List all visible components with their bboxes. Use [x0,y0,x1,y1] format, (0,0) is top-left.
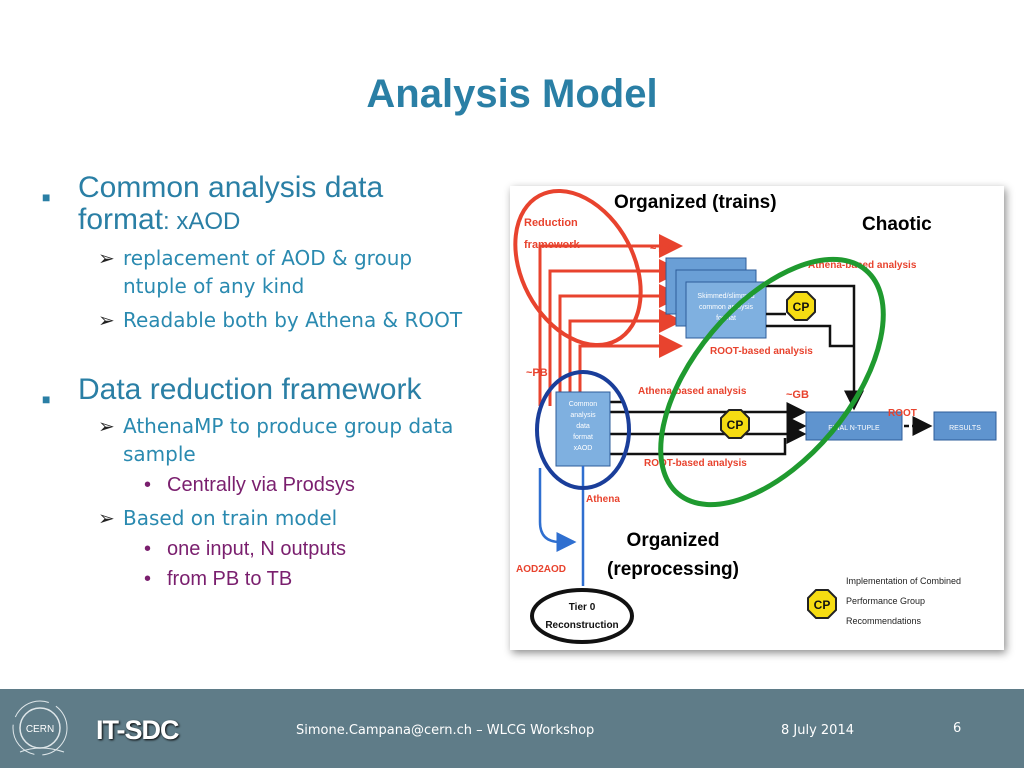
page-number: 6 [953,721,962,736]
results-box [933,411,997,441]
sub-bullet-text: replacement of AOD & group ntuple of any… [123,246,413,298]
flow-arrows [570,284,933,456]
organized-reprocessing-label-2: (reprocessing) [607,559,739,580]
sub-bullet-text: AthenaMP to produce group data sample [123,414,454,466]
arrow-bullet-icon: ➢ [98,308,115,332]
bullet-data-reduction: ■ Data reduction framework [40,373,470,408]
cp-badge-top: CP [786,291,816,321]
aod2aod-label: AOD2AOD [516,564,566,575]
tier0-label-2: Reconstruction [545,620,618,631]
root-based-top-label: ROOT-based analysis [710,346,813,357]
bullet-text: Common analysis data format [78,171,384,236]
cp-label: CP [793,300,810,314]
dot-bullet-icon: • [144,568,152,590]
legend-text-2: Performance Group [846,596,925,606]
tier0-ellipse [530,588,634,644]
footer-bar: CERN IT-SDC Simone.Campana@cern.ch – WLC… [0,689,1024,768]
skimmed-label-1: Skimmed/slimmed [697,293,754,300]
sub-sub-bullet-text: Centrally via Prodsys [167,474,355,496]
root-based-bottom-label: ROOT-based analysis [644,458,747,469]
legend-text-3: Recommendations [846,616,922,626]
unit-label: IT-SDC [96,715,180,745]
sub-sub-bullet-text: one input, N outputs [167,538,347,560]
organized-trains-label: Organized (trains) [614,192,777,213]
reduction-label-1: Reduction [524,217,578,229]
bullet-list: ■ Common analysis data format: xAOD ➢ re… [40,172,470,592]
athena-label: Athena [586,494,620,505]
root-label: ROOT [888,408,917,419]
final-ntuple-label: FINAL N-TUPLE [828,425,880,432]
square-bullet-icon: ■ [42,391,51,407]
xaod-label-5: xAOD [574,445,593,452]
slide-title: Analysis Model [366,72,658,116]
cern-logo-text: CERN [26,724,54,735]
footer-date: 8 July 2014 [781,723,854,738]
gb-label: ~GB [786,389,809,401]
sub-sub-bullet: • from PB to TB [40,566,470,592]
sub-bullet: ➢ replacement of AOD & group ntuple of a… [40,244,470,300]
chaotic-label: Chaotic [862,214,932,235]
arrow-bullet-icon: ➢ [98,506,115,530]
sub-sub-bullet: • one input, N outputs [40,536,470,562]
navy-ellipse [535,370,631,490]
arrow-bullet-icon: ➢ [98,246,115,270]
tb-label: ~TB [650,243,671,255]
xaod-label-4: format [573,434,593,441]
athena-based-mid-label: Athena-based analysis [638,386,747,397]
green-ellipse [658,256,886,508]
legend-text-1: Implementation of Combined [846,576,961,586]
bullet-suffix: : xAOD [163,208,241,235]
xaod-label-1: Common [569,401,598,408]
xaod-label-2: analysis [570,412,596,419]
diagram-svg: Skimmed/slimmed common analysis format C… [513,188,997,644]
xaod-label-3: data [576,423,590,430]
sub-sub-bullet-text: from PB to TB [167,568,293,590]
pb-label: ~PB [526,367,548,379]
sub-bullet: ➢ Based on train model [40,504,470,532]
sub-bullet-text: Readable both by Athena & ROOT [123,308,463,332]
cp-label: CP [727,418,744,432]
reduction-label-2: framework [524,239,581,251]
skimmed-label-2: common analysis [699,304,754,311]
sub-bullet: ➢ Readable both by Athena & ROOT [40,306,470,334]
bullet-common-format: ■ Common analysis data format: xAOD [40,172,470,238]
footer-author: Simone.Campana@cern.ch – WLCG Workshop [296,723,595,738]
final-ntuple-box [805,411,903,441]
results-label: RESULTS [949,425,981,432]
sub-sub-bullet: • Centrally via Prodsys [40,472,470,498]
red-ellipse [513,188,643,348]
dot-bullet-icon: • [144,538,152,560]
bullet-text: Data reduction framework [78,373,422,406]
square-bullet-icon: ■ [42,189,51,205]
analysis-model-diagram: Skimmed/slimmed common analysis format C… [510,186,1004,650]
organized-reprocessing-label-1: Organized [627,530,720,551]
cp-badge-mid: CP [720,409,750,439]
sub-bullet-text: Based on train model [123,506,338,530]
tier0-label-1: Tier 0 [569,602,596,613]
sub-bullet: ➢ AthenaMP to produce group data sample [40,412,470,468]
cp-label: CP [814,598,831,612]
arrow-bullet-icon: ➢ [98,414,115,438]
cern-logo-icon: CERN [12,700,68,756]
dot-bullet-icon: • [144,474,152,496]
cp-badge-legend: CP [807,589,837,619]
